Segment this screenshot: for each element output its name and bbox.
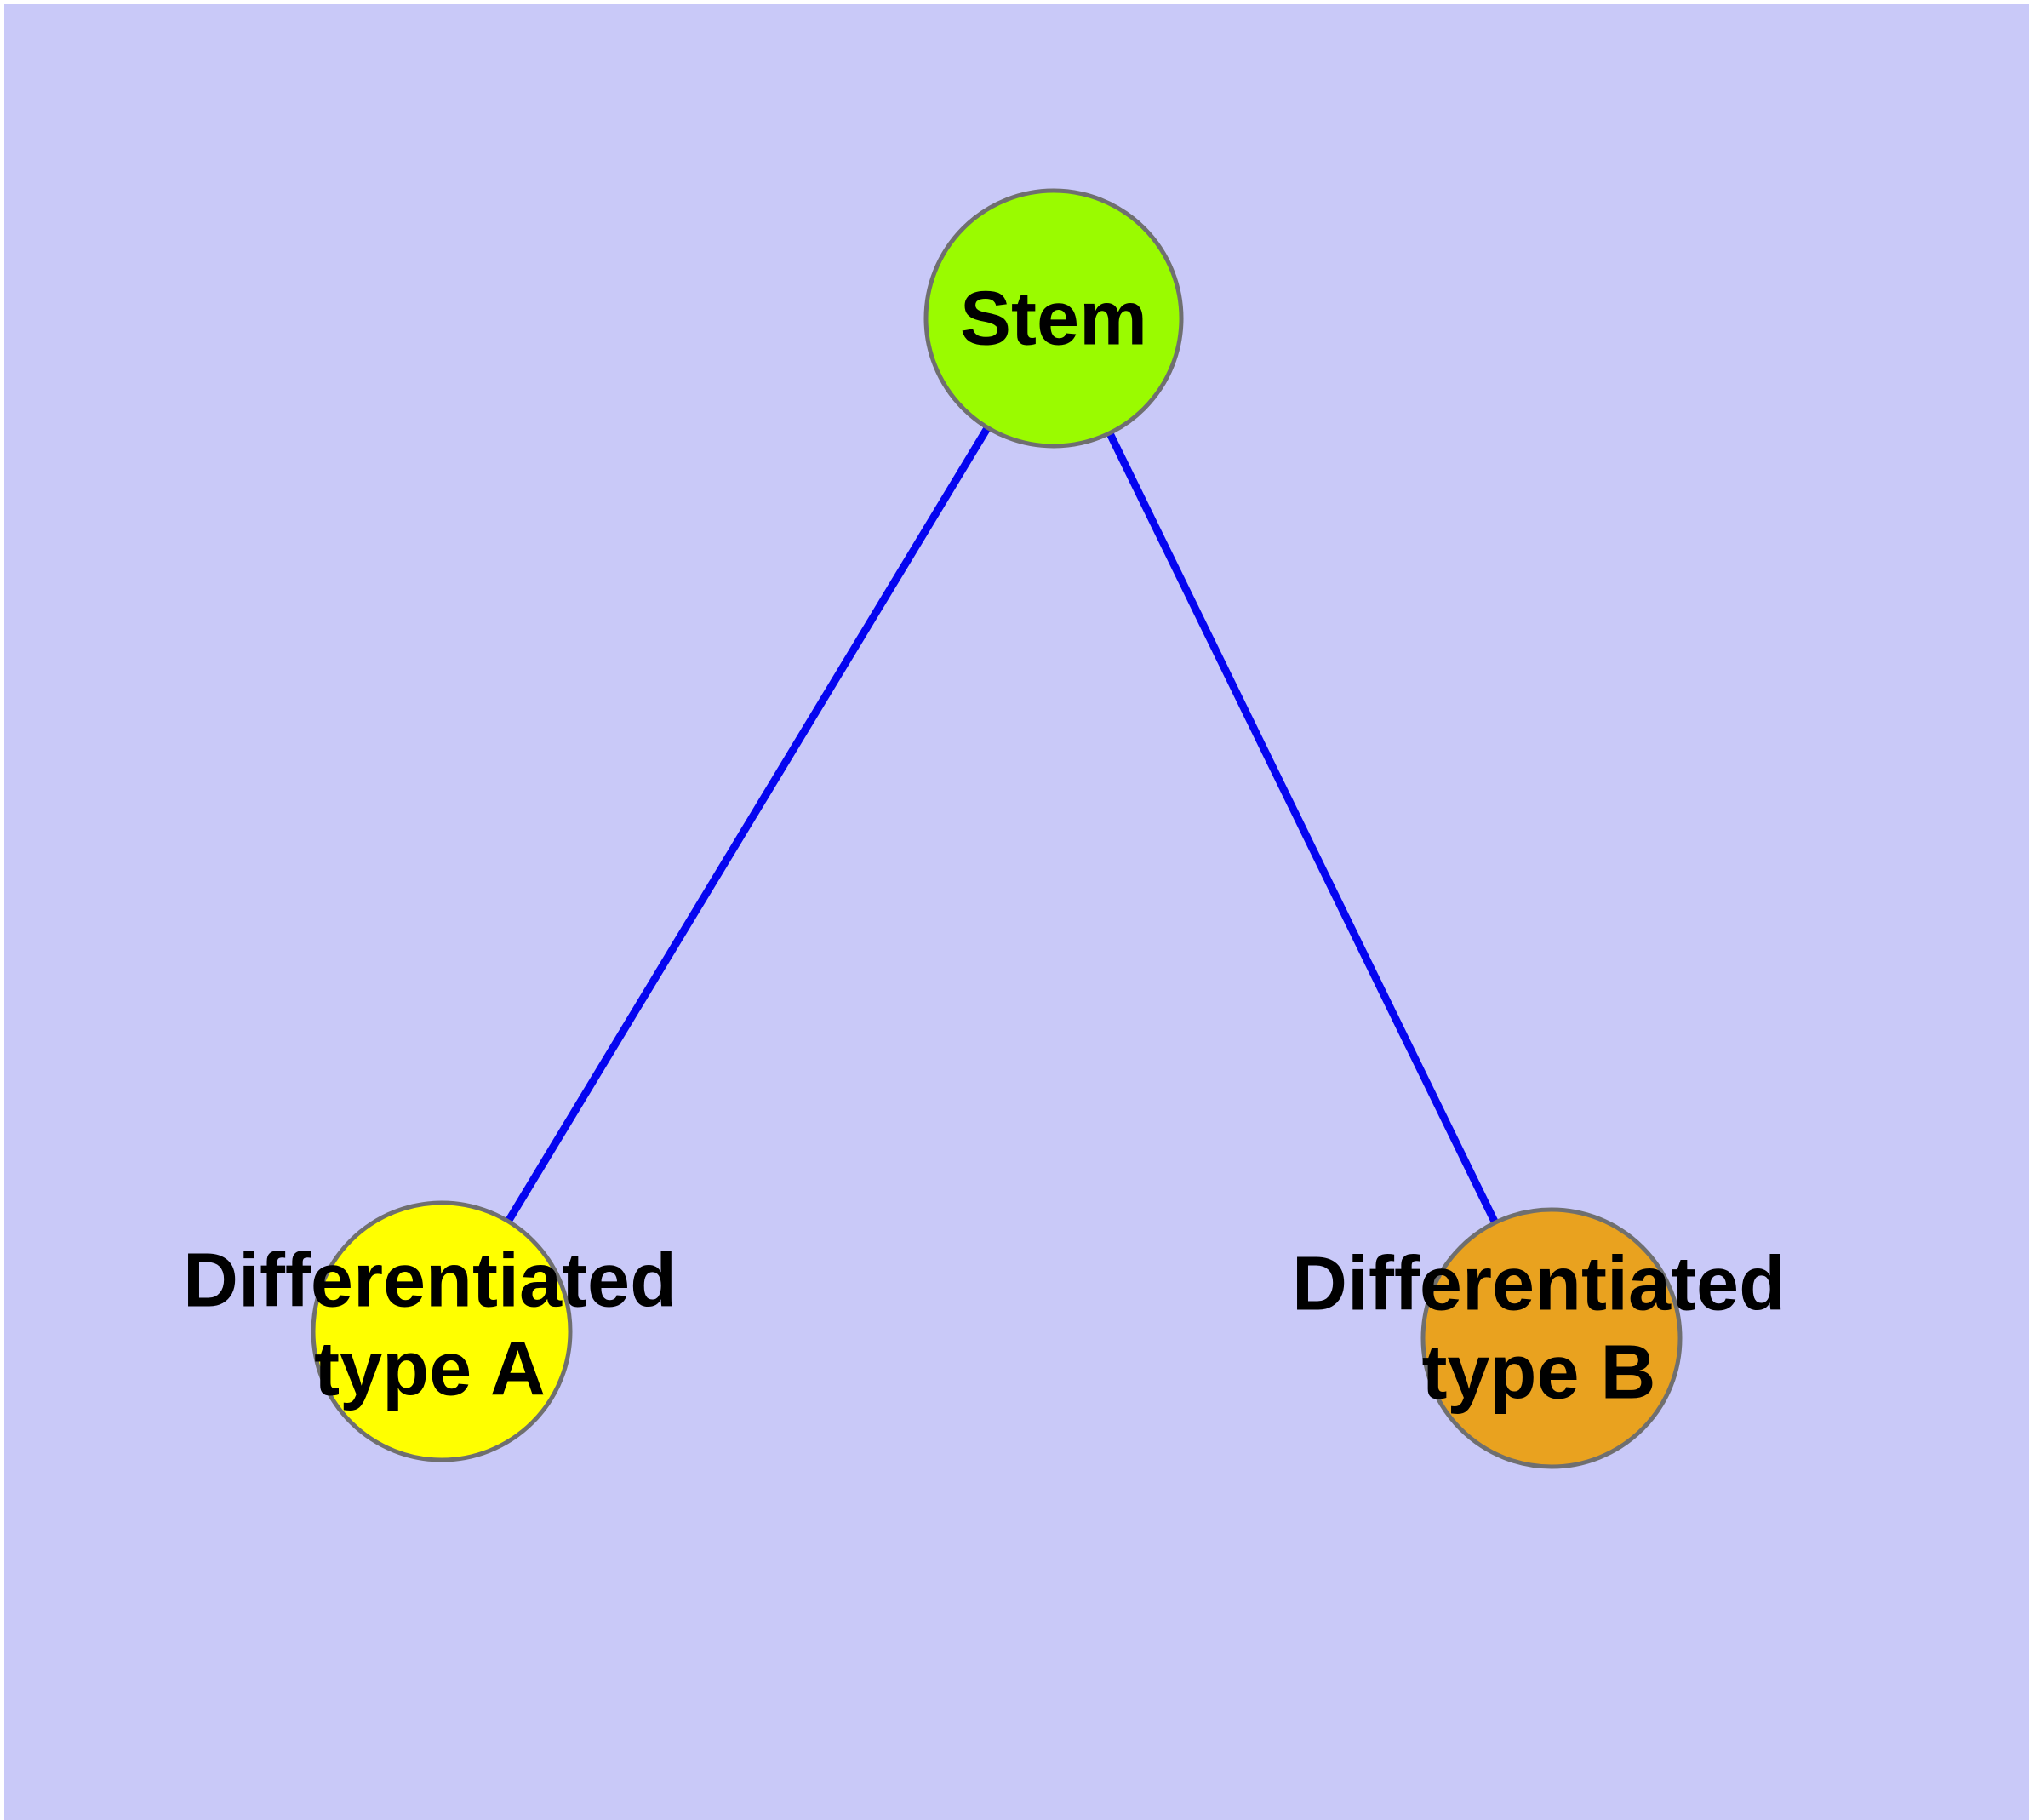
type-a-node-label-line2: type A xyxy=(314,1326,546,1411)
type-a-node xyxy=(311,1200,573,1462)
stem-node xyxy=(923,188,1184,449)
stem-node-label-text: Stem xyxy=(959,276,1148,362)
edge-stem-to-type-b xyxy=(1049,317,1556,1340)
type-a-node-label-line1: Differentiated xyxy=(182,1238,677,1324)
stem-node-label: Stem xyxy=(960,275,1147,363)
edge-stem-to-type-a xyxy=(438,316,1057,1334)
type-a-node-label: Differentiated type A xyxy=(183,1238,677,1414)
type-b-node-label: Differentiated type B xyxy=(1292,1241,1786,1417)
type-b-node-label-line2: type B xyxy=(1421,1330,1656,1415)
type-b-node-label-line1: Differentiated xyxy=(1291,1241,1786,1327)
type-b-node xyxy=(1420,1207,1683,1469)
